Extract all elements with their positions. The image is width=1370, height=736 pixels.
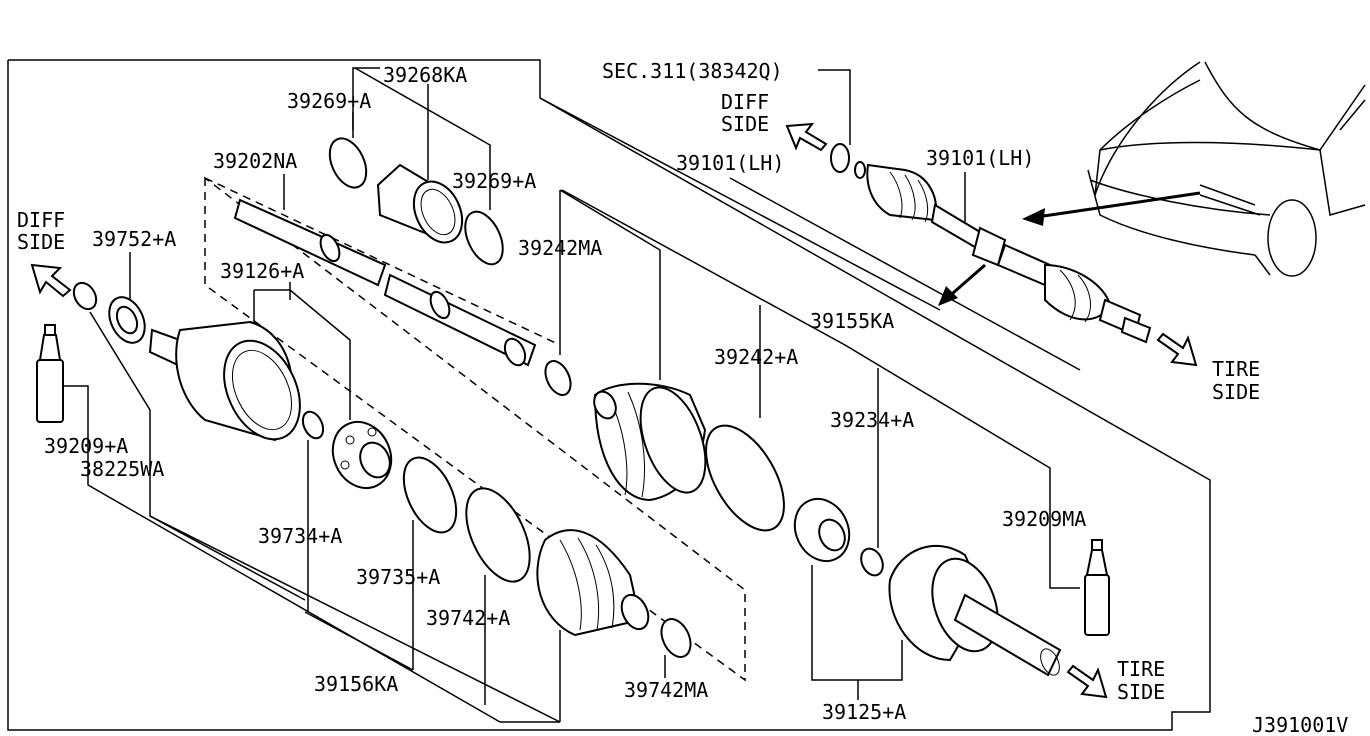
diff-side-top-line1: DIFF	[721, 90, 769, 114]
part-ring-39234A	[860, 547, 884, 577]
label-39156KA: 39156KA	[314, 672, 398, 696]
label-39269A-mid: 39269+A	[452, 169, 536, 193]
arrow-diff-side-left	[30, 263, 72, 298]
label-39242A: 39242+A	[714, 345, 798, 369]
part-outer-boot	[593, 382, 707, 502]
direction-labels: DIFF SIDE DIFF SIDE TIRE SIDE TIRE SIDE	[17, 90, 1260, 704]
assembled-drive-shaft	[830, 143, 1152, 344]
part-band-39742A	[465, 487, 531, 583]
tire-side-top-line2: SIDE	[1212, 380, 1260, 404]
arrow-assembly-location	[938, 191, 1201, 306]
part-snap-ring-39735A	[402, 456, 458, 534]
vehicle-outline	[1087, 61, 1366, 277]
tire-side-top-line1: TIRE	[1212, 357, 1260, 381]
label-39742A: 39742+A	[426, 606, 510, 630]
part-circlip-39734A	[301, 410, 325, 440]
tire-side-bottom-line2: SIDE	[1117, 680, 1165, 704]
arrow-tire-side-bottom	[1066, 664, 1108, 699]
main-assembly-frame	[7, 59, 1211, 731]
label-39126A: 39126+A	[220, 259, 304, 283]
part-shaft-39202NA	[233, 198, 537, 367]
label-39268KA: 39268KA	[383, 63, 467, 87]
part-grease-tube-39209A	[36, 324, 64, 423]
part-band-39242A	[705, 424, 785, 532]
arrow-tire-side-top	[1156, 332, 1198, 367]
part-grease-tube-39209MA	[1084, 539, 1110, 636]
part-outer-joint-39125A	[888, 545, 1062, 677]
label-SEC311: SEC.311(38342Q)	[602, 59, 783, 83]
label-39101LH-right: 39101(LH)	[926, 146, 1034, 170]
diff-side-top-line2: SIDE	[721, 112, 769, 136]
label-39734A: 39734+A	[258, 524, 342, 548]
part-labels: 39268KA 39269+A 39202NA 39269+A 39752+A …	[44, 59, 1348, 736]
part-inner-joint-housing	[148, 320, 301, 442]
label-39155KA: 39155KA	[810, 309, 894, 333]
label-39742MA: 39742MA	[624, 678, 708, 702]
part-ring-38225WA	[72, 281, 98, 311]
label-38225WA: 38225WA	[80, 457, 164, 481]
inner-joint-kit-outline	[204, 176, 746, 682]
label-39269A-top: 39269+A	[287, 89, 371, 113]
part-band-39742MA	[660, 618, 692, 658]
label-39202NA: 39202NA	[213, 149, 297, 173]
label-39735A: 39735+A	[356, 565, 440, 589]
part-seal-39752A	[108, 296, 146, 344]
label-39209MA: 39209MA	[1002, 507, 1086, 531]
label-39752A: 39752+A	[92, 227, 176, 251]
leader-lines	[62, 67, 1081, 723]
label-39209A: 39209+A	[44, 434, 128, 458]
label-39234A: 39234+A	[830, 408, 914, 432]
part-band-39242MA	[544, 360, 572, 396]
part-band-39269A-top	[328, 137, 368, 189]
diff-side-left-line1: DIFF	[17, 208, 65, 232]
part-damper-39268KA	[376, 163, 464, 244]
diff-side-left-line2: SIDE	[17, 230, 65, 254]
diagram-code: J391001V	[1252, 713, 1348, 736]
label-39101LH-mid: 39101(LH)	[676, 151, 784, 175]
part-spider-assembly	[331, 420, 393, 490]
arrow-diff-side-top	[785, 122, 828, 152]
part-inner-boot	[536, 529, 650, 637]
label-39125A: 39125+A	[822, 700, 906, 724]
part-band-39269A-mid	[464, 210, 504, 266]
part-outer-spider	[793, 497, 851, 563]
tire-side-bottom-line1: TIRE	[1117, 657, 1165, 681]
